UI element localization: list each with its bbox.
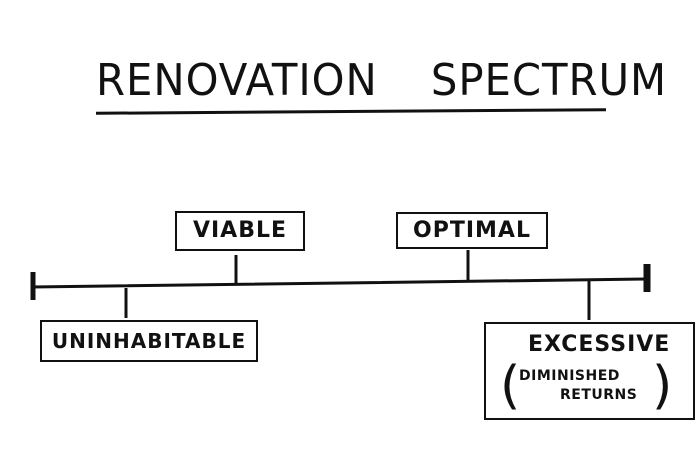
label-excessive-text: EXCESSIVE	[528, 332, 671, 357]
right-parenthesis: )	[652, 356, 674, 416]
excessive-note-line2: RETURNS	[560, 387, 638, 403]
spectrum-axis	[30, 277, 650, 289]
title-word-spectrum: Spectrum	[430, 55, 668, 106]
label-uninhabitable: UNINHABITABLE	[40, 320, 258, 362]
label-excessive: EXCESSIVE ( DIMINISHED RETURNS )	[484, 322, 695, 420]
title-word-renovation: Renovation	[96, 55, 378, 106]
label-optimal: OPTIMAL	[396, 212, 548, 249]
label-viable: VIABLE	[175, 211, 305, 251]
excessive-note-line1: DIMINISHED	[519, 368, 620, 384]
left-parenthesis: (	[500, 356, 522, 416]
page-title: Renovation Spectrum	[96, 52, 666, 114]
